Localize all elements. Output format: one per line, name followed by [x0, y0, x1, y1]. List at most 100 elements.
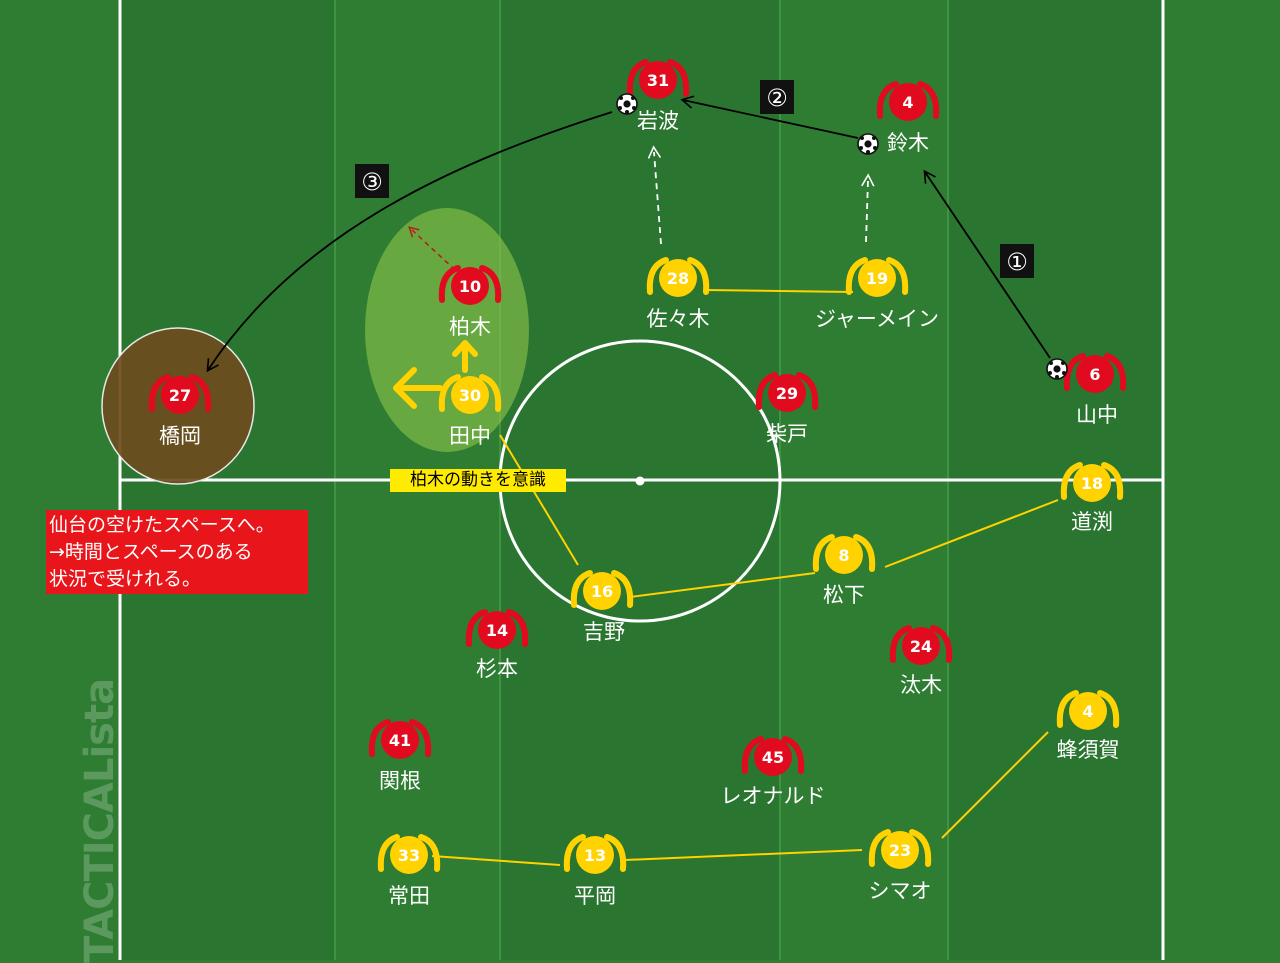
player-arms: [755, 372, 819, 410]
player-number: 18: [1081, 474, 1103, 493]
player-number: 23: [889, 841, 911, 860]
run-arrow-dashed-1: [647, 145, 662, 245]
player-marker: [381, 721, 419, 759]
player-arms: [1056, 690, 1120, 728]
player-number: 29: [776, 384, 798, 403]
player-marker: [659, 259, 697, 297]
player-name: シマオ: [869, 879, 932, 903]
player-marker: [639, 61, 677, 99]
player-arms: [563, 834, 627, 872]
player-number: 4: [1082, 702, 1093, 721]
player-marker: [858, 259, 896, 297]
yellow-player: 8 松下: [812, 534, 876, 607]
player-number: 6: [1089, 365, 1100, 384]
center-spot: [635, 476, 645, 486]
player-arms: [148, 374, 212, 412]
player-number: 27: [169, 386, 191, 405]
red-player: 41 関根: [368, 719, 432, 793]
svg-text:①: ①: [1006, 248, 1028, 276]
player-name: 吉野: [583, 620, 625, 644]
player-number: 24: [910, 637, 932, 656]
note-line-1: 仙台の空けたスペースへ。: [49, 514, 275, 536]
player-marker: [754, 738, 792, 776]
player-number: 33: [398, 846, 420, 865]
pass-arrows: [206, 95, 1051, 373]
player-name: 蜂須賀: [1057, 738, 1120, 762]
player-number: 4: [902, 93, 913, 112]
player-arms: [646, 257, 710, 295]
player-number: 14: [486, 621, 508, 640]
player-name: 柏木: [449, 315, 491, 339]
player-arms: [1063, 353, 1127, 391]
player-name: 山中: [1076, 403, 1118, 427]
player-marker: [478, 611, 516, 649]
player-number: 19: [866, 269, 888, 288]
red-player: 14 杉本: [465, 609, 529, 681]
player-number: 31: [647, 71, 669, 90]
player-arms: [845, 257, 909, 295]
player-marker: [768, 374, 806, 412]
red-player: 24 汰木: [889, 625, 953, 697]
player-marker: [161, 376, 199, 414]
tactical-note: 仙台の空けたスペースへ。 →時間とスペースのある 状況で受けれる。: [46, 510, 308, 594]
player-number: 8: [838, 546, 849, 565]
player-name: 常田: [388, 884, 430, 908]
player-name: 汰木: [900, 673, 942, 697]
player-name: 平岡: [574, 884, 616, 908]
player-name: 関根: [379, 769, 421, 793]
player-number: 13: [584, 846, 606, 865]
player-number: 10: [459, 277, 481, 296]
player-arms: [626, 59, 690, 97]
yellow-player: 30 田中: [438, 374, 502, 448]
red-player: 6 山中: [1063, 353, 1127, 427]
player-marker: [451, 267, 489, 305]
ball-icon: [616, 93, 1068, 380]
player-marker: [583, 572, 621, 610]
player-arms: [377, 834, 441, 872]
player-arms: [438, 265, 502, 303]
player-name: 佐々木: [647, 307, 710, 331]
watermark: TACTICALista: [77, 678, 123, 963]
player-name: 松下: [823, 583, 865, 607]
yellow-player: 4 蜂須賀: [1056, 690, 1120, 762]
yellow-player: 16 吉野: [570, 570, 634, 644]
kashiwagi-callout: 柏木の動きを意識: [390, 469, 566, 492]
player-marker: [881, 831, 919, 869]
player-number: 16: [591, 582, 613, 601]
red-player: 4 鈴木: [876, 81, 940, 155]
player-name: 橋岡: [159, 424, 201, 448]
red-team: 31岩波4鈴木10柏木27橋岡29柴戸6山中14杉本24汰木41関根45レオナル…: [148, 59, 1127, 808]
svg-text:②: ②: [766, 84, 788, 112]
player-marker: [825, 536, 863, 574]
yellow-player: 18 道渕: [1060, 462, 1124, 534]
player-marker: [576, 836, 614, 874]
player-arms: [1060, 462, 1124, 500]
pitch-markings: [118, 0, 1165, 960]
yellow-player: 23 シマオ: [869, 829, 932, 903]
yellow-player: 33 常田: [377, 834, 441, 908]
player-name: ジャーメイン: [815, 307, 939, 331]
player-number: 30: [459, 386, 481, 405]
player-marker: [1076, 355, 1114, 393]
yellow-player: 19 ジャーメイン: [815, 257, 939, 331]
player-number: 41: [389, 731, 411, 750]
note-line-3: 状況で受けれる。: [49, 568, 202, 590]
ball-icon: [616, 93, 638, 115]
pass-arrow-3: [206, 111, 613, 373]
run-arrow-red: [408, 226, 456, 271]
player-name: 道渕: [1071, 510, 1113, 534]
player-name: 杉本: [476, 657, 518, 681]
player-name: 鈴木: [887, 131, 929, 155]
player-name: 田中: [449, 424, 491, 448]
arrow-icon: [393, 340, 478, 409]
player-arms: [570, 570, 634, 608]
step-marker-3: ③: [355, 164, 389, 198]
player-marker: [889, 83, 927, 121]
ball-icon: [857, 133, 879, 155]
yellow-player: 13 平岡: [563, 834, 627, 908]
